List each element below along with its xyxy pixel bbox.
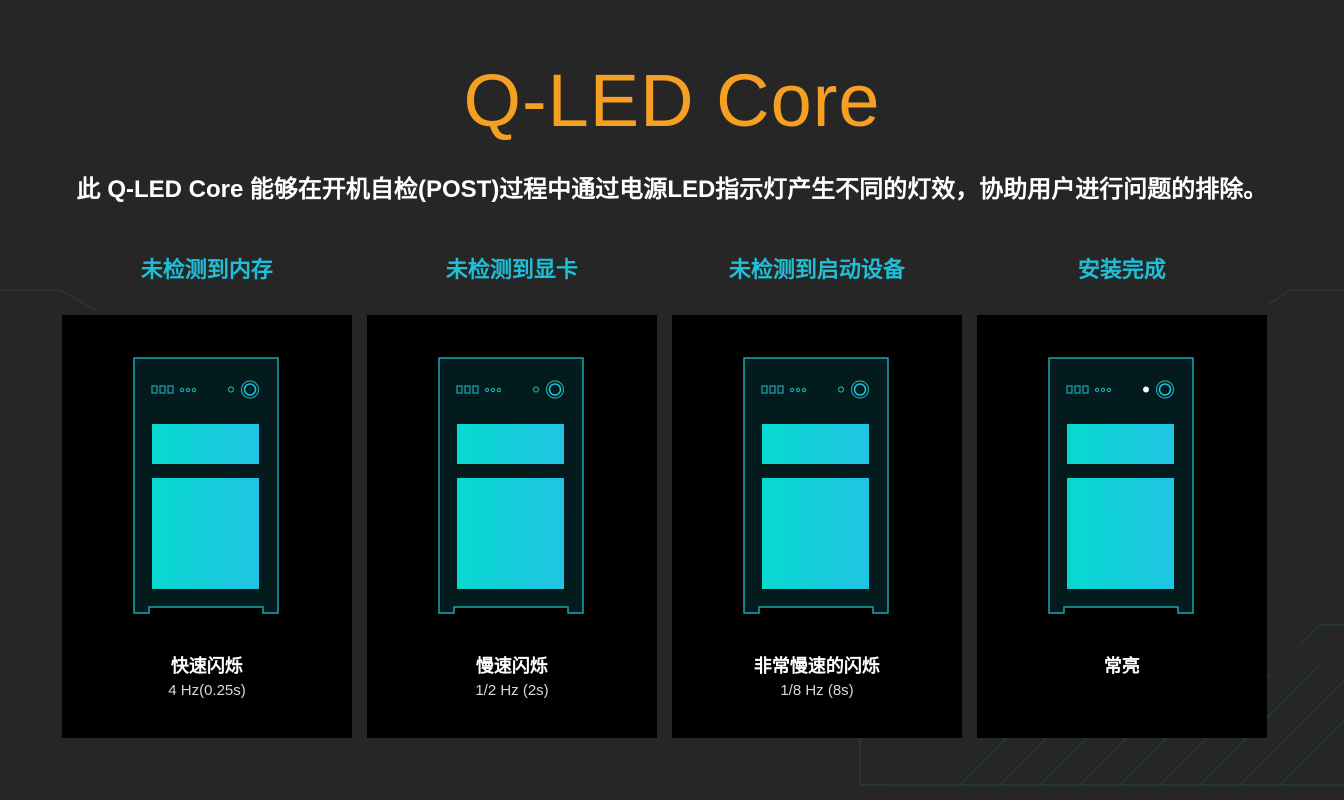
status-card-installed: 安装完成 常亮 xyxy=(977,252,1267,738)
power-led-icon xyxy=(227,386,235,393)
power-led-icon xyxy=(1143,386,1149,393)
blink-frequency: 1/2 Hz (2s) xyxy=(475,682,549,699)
status-card-panel: 快速闪烁 4 Hz(0.25s) xyxy=(62,315,352,738)
status-card-boot-device: 未检测到启动设备 非常慢速的闪烁 1/8 xyxy=(672,252,962,738)
pc-case-icon xyxy=(133,357,279,614)
blink-mode: 快速闪烁 xyxy=(171,656,243,676)
status-card-memory: 未检测到内存 快速闪烁 4 Hz(0.2 xyxy=(62,252,352,738)
pc-case-icon xyxy=(1048,357,1194,614)
status-card-gpu: 未检测到显卡 慢速闪烁 1/2 Hz ( xyxy=(367,252,657,738)
blink-mode: 慢速闪烁 xyxy=(476,656,548,676)
status-card-panel: 常亮 xyxy=(977,315,1267,738)
led-status-cards: 未检测到内存 快速闪烁 4 Hz(0.2 xyxy=(62,252,1268,738)
power-led-icon xyxy=(837,386,845,393)
status-card-label: 未检测到内存 xyxy=(140,257,273,282)
status-card-panel: 非常慢速的闪烁 1/8 Hz (8s) xyxy=(672,315,962,738)
status-card-label: 未检测到启动设备 xyxy=(728,257,905,282)
blink-frequency: 4 Hz(0.25s) xyxy=(168,682,246,699)
status-card-panel: 慢速闪烁 1/2 Hz (2s) xyxy=(367,315,657,738)
power-led-icon xyxy=(532,386,540,393)
pc-case-icon xyxy=(743,357,889,614)
pc-case-icon xyxy=(438,357,584,614)
status-card-label: 安装完成 xyxy=(1077,257,1166,282)
status-card-label: 未检测到显卡 xyxy=(445,257,578,282)
page-subtitle: 此 Q-LED Core 能够在开机自检(POST)过程中通过电源LED指示灯产… xyxy=(76,176,1268,203)
blink-mode: 非常慢速的闪烁 xyxy=(754,656,880,676)
blink-mode: 常亮 xyxy=(1104,656,1140,676)
page-title: Q-LED Core xyxy=(463,59,881,142)
blink-frequency: 1/8 Hz (8s) xyxy=(780,682,854,699)
